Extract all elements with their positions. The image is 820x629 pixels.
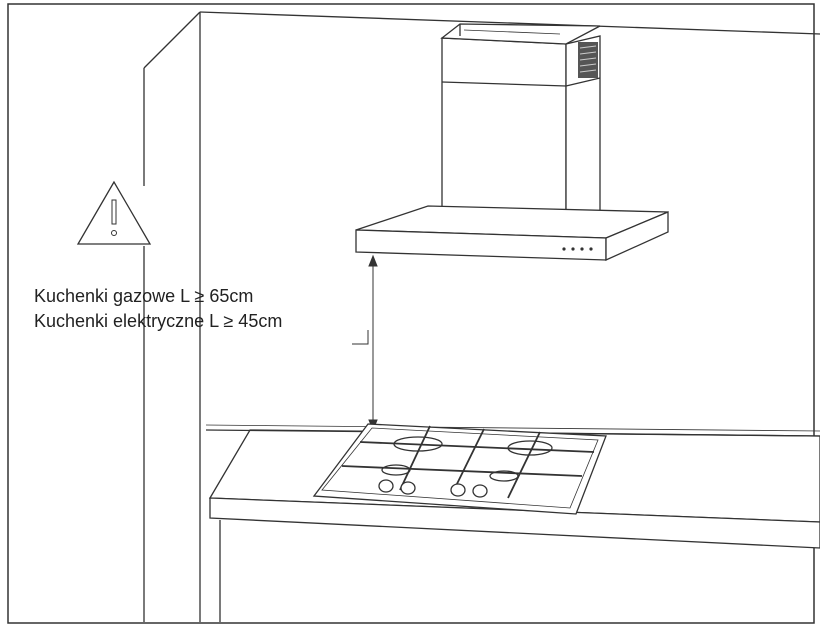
frame bbox=[7, 3, 815, 624]
room-walls bbox=[143, 11, 820, 622]
hood-chimney bbox=[440, 23, 601, 231]
control-knobs bbox=[378, 479, 488, 498]
hood-canopy bbox=[355, 205, 669, 262]
electric-stove-distance-label: Kuchenki elektryczne L ≥ 45cm bbox=[34, 311, 283, 331]
hood-control-buttons bbox=[562, 247, 593, 251]
cooktop-grates bbox=[341, 425, 595, 499]
distance-arrow bbox=[352, 254, 378, 432]
burners bbox=[381, 436, 553, 482]
chimney-vent-icon bbox=[578, 42, 598, 78]
gas-stove-distance-label: Kuchenki gazowe L ≥ 65cm bbox=[34, 286, 254, 306]
warning-icon bbox=[76, 180, 152, 245]
